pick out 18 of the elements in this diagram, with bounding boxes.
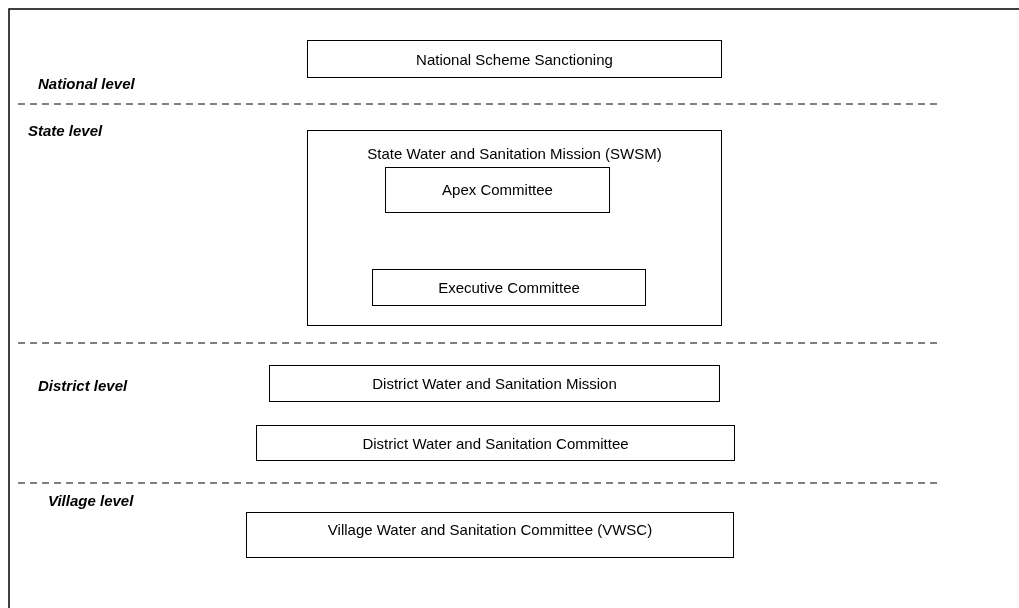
box-label: District Water and Sanitation Mission bbox=[371, 375, 618, 392]
box-label: Executive Committee bbox=[437, 279, 581, 296]
box-label: State Water and Sanitation Mission (SWSM) bbox=[366, 145, 663, 162]
process-box bbox=[246, 512, 734, 558]
box-label: Village Water and Sanitation Committee (VWSC) bbox=[326, 521, 654, 538]
box-label: Apex Committee bbox=[441, 181, 554, 198]
process-box bbox=[385, 167, 610, 213]
box-label: District Water and Sanitation Committee bbox=[361, 435, 630, 452]
level-label: State level bbox=[28, 122, 103, 139]
level-label: District level bbox=[38, 377, 128, 394]
process-box bbox=[256, 425, 735, 461]
process-box bbox=[372, 269, 646, 306]
process-box bbox=[307, 40, 722, 78]
process-box bbox=[269, 365, 720, 402]
box-label: National Scheme Sanctioning bbox=[415, 51, 614, 68]
process-box bbox=[307, 130, 722, 326]
level-label: National level bbox=[38, 75, 135, 92]
level-label: Village level bbox=[48, 492, 134, 509]
